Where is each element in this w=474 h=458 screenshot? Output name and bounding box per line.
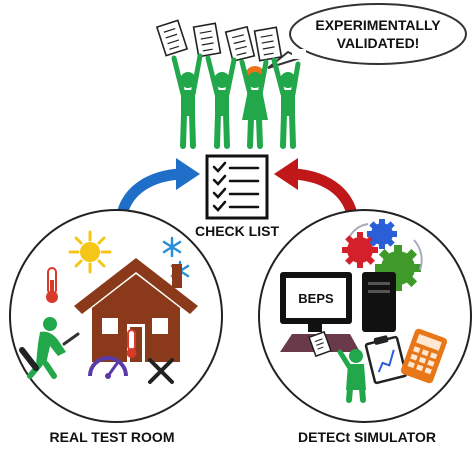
checklist-label: CHECK LIST — [195, 223, 279, 239]
thermometer-icon — [126, 329, 137, 358]
house-icon — [74, 258, 198, 362]
clipboard-chart-icon — [364, 335, 408, 385]
document-icon — [308, 330, 332, 358]
thermometer-icon — [46, 267, 58, 303]
speech-bubble: EXPERIMENTALLY VALIDATED! — [267, 3, 467, 69]
worker-icon — [19, 317, 80, 379]
red-arrow — [274, 158, 358, 220]
person-figure — [205, 55, 237, 149]
real-test-room-label: REAL TEST ROOM — [50, 429, 175, 445]
speech-bubble-line2: VALIDATED! — [337, 35, 420, 51]
person-figure-woman — [239, 59, 269, 149]
blue-arrow — [116, 158, 200, 220]
detect-simulator-label: DETECt SIMULATOR — [298, 429, 436, 445]
analyst-figure — [337, 349, 366, 403]
person-figure — [171, 53, 203, 149]
tools-icon — [148, 358, 174, 384]
computer-tower-icon — [362, 272, 396, 332]
checklist-icon — [205, 154, 269, 220]
gauge-icon — [88, 356, 128, 379]
person-figure — [271, 57, 301, 149]
monitor-icon: BEPS — [280, 272, 360, 352]
person-group-icon — [155, 19, 301, 149]
speech-bubble-line1: EXPERIMENTALLY — [315, 17, 441, 33]
monitor-text: BEPS — [298, 291, 334, 306]
sun-icon — [68, 230, 112, 274]
calculator-icon — [400, 328, 448, 384]
gears-icon — [342, 219, 423, 291]
